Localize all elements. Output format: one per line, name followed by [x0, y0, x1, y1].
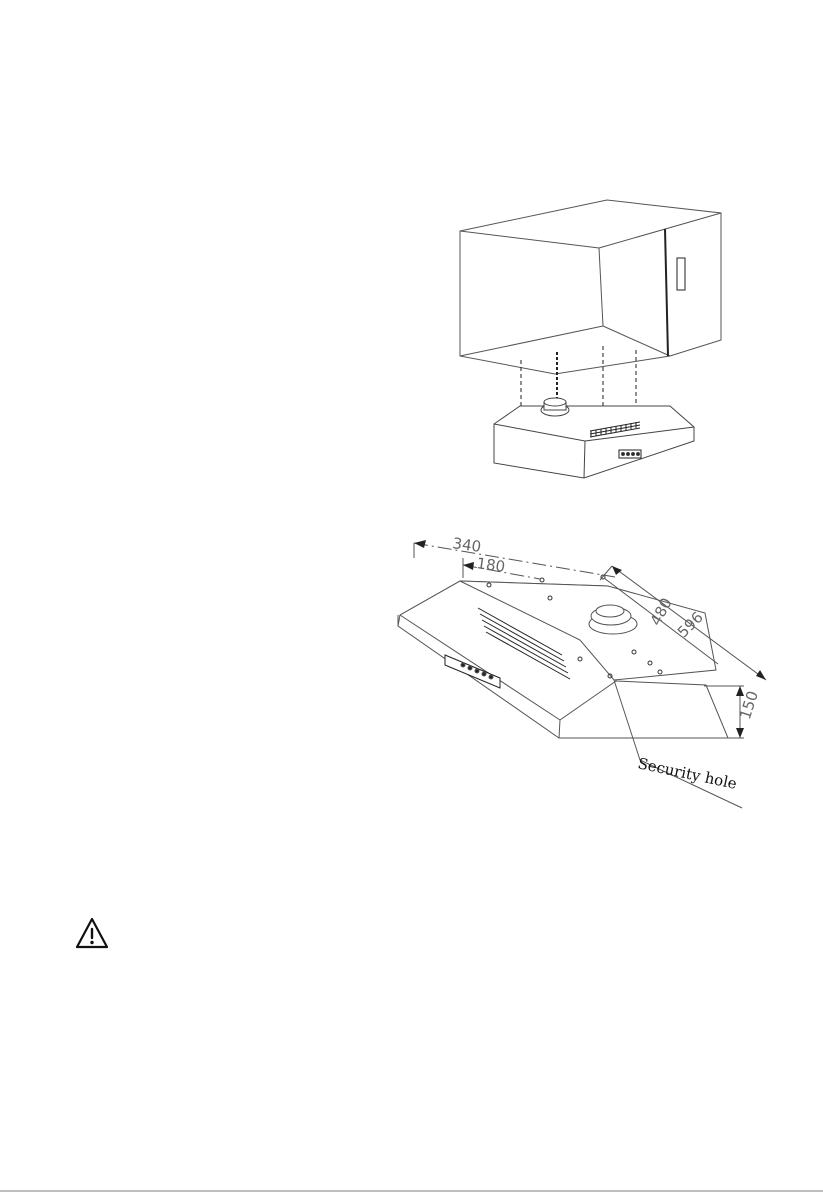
hood-small	[494, 398, 694, 478]
warning-triangle-icon	[74, 916, 110, 950]
hood-large	[398, 575, 728, 738]
security-hole-label: Security hole	[636, 754, 738, 793]
dimension-180-label: 180	[475, 554, 506, 576]
wall-cabinet	[460, 200, 721, 374]
dimension-340-label: 340	[451, 534, 482, 556]
